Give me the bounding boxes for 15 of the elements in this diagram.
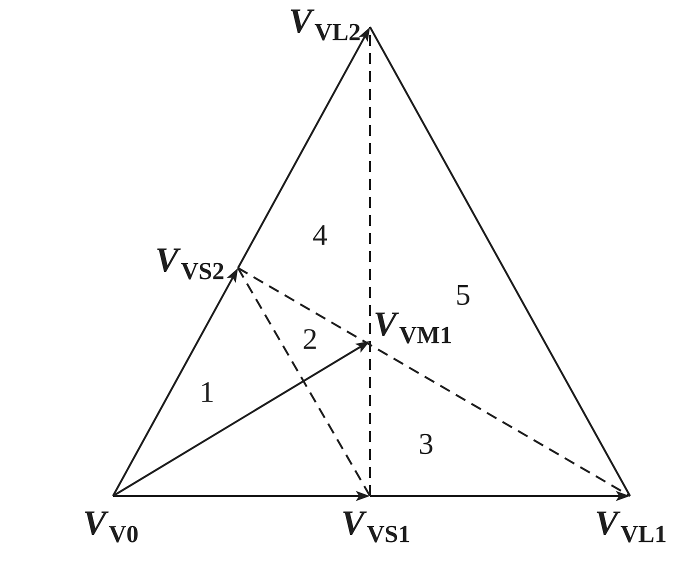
- dashed-line: [238, 267, 631, 497]
- dashed-line: [369, 27, 371, 496]
- vector-label: V$_{VL1}$: [596, 512, 666, 542]
- region-number: 3: [420, 434, 432, 454]
- vector-label: V$_{VL2}$: [290, 10, 360, 40]
- vector-label: V$_{VS2}$: [157, 248, 224, 280]
- region-number: 4: [313, 225, 328, 245]
- region-number: 1: [202, 382, 213, 402]
- region-number: 2: [304, 329, 316, 349]
- line: [369, 26, 631, 496]
- dashed-line: [237, 268, 371, 496]
- vector-label: V$_{VM1}$: [375, 312, 451, 344]
- region-number: 5: [457, 285, 470, 305]
- vector-label: V$_{V0}$: [84, 512, 138, 543]
- vector-label: V$_{VS1}$: [343, 512, 410, 542]
